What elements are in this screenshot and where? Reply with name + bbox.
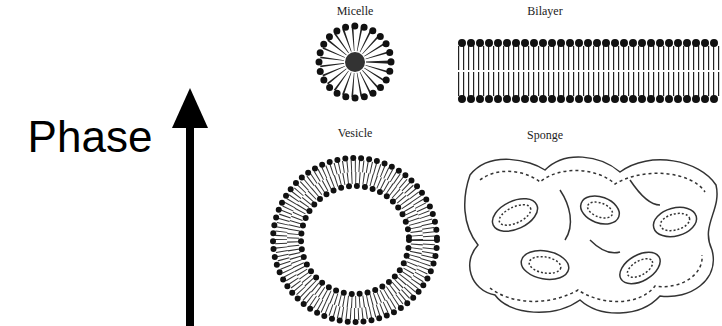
micelle-figure [319,26,391,98]
figure-label: Bilayer [527,4,562,19]
sponge-figure [465,157,717,313]
bilayer-figure [458,43,722,99]
vesicle-figure [273,158,437,322]
figure-label: Sponge [527,128,563,143]
axis-label: Phase [28,112,153,162]
figure-label: Vesicle [338,126,373,141]
figure-label: Micelle [337,4,374,19]
phase-arrow [172,88,208,326]
